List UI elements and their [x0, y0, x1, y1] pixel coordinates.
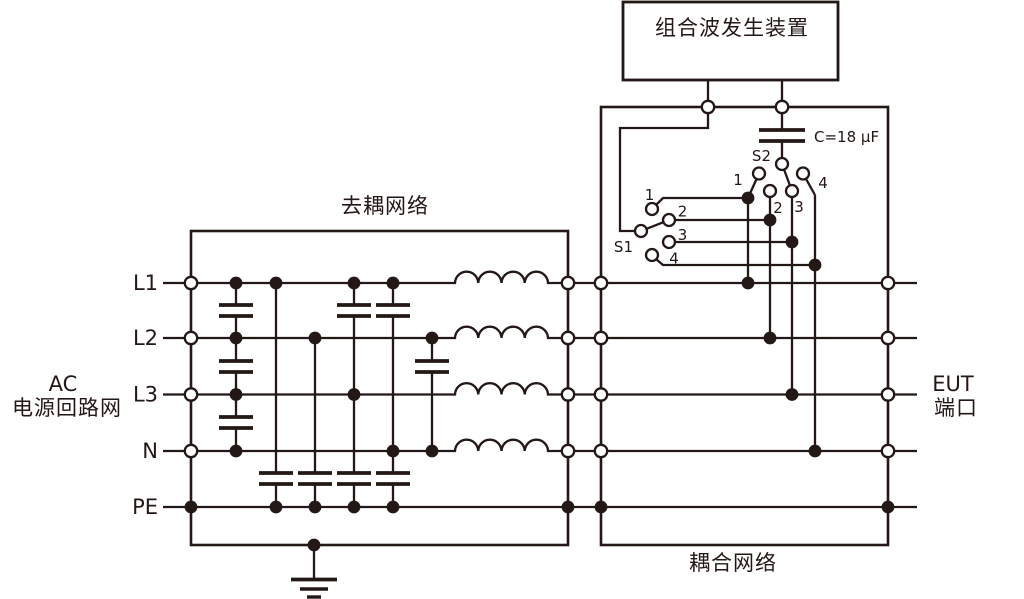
cap-l1-l3-plates: [337, 303, 371, 318]
eut-terminal-l3: [880, 387, 896, 402]
s1-feed-wire: [618, 113, 710, 233]
cap-l1-n-plates: [376, 303, 410, 318]
terminal-circles: [183, 99, 896, 459]
s1-contact-3: [661, 234, 677, 250]
cap-l2-n-plates: [415, 359, 449, 374]
s1-contact1-lead: [655, 196, 748, 206]
cap-n-pe-plates: [376, 471, 410, 486]
eut-terminal-l1: [880, 275, 896, 291]
s1-position-3-label: 3: [678, 226, 688, 244]
series-capacitor-label: C=18 μF: [814, 128, 879, 146]
wires: [163, 0, 917, 578]
cap-l3-pe-plates: [337, 471, 371, 486]
s1-position-1-label: 1: [645, 186, 655, 204]
s2-contact-2: [762, 183, 778, 199]
s2-arm: [783, 169, 791, 186]
line-l1-wire: [163, 270, 917, 285]
s2-position-4-label: 4: [818, 174, 828, 192]
generator-terminal-right: [774, 99, 790, 115]
cap-l1-l2-plates: [219, 303, 253, 318]
generator-terminal-left: [700, 99, 716, 115]
cap-l2-l3-plates: [219, 359, 253, 374]
labels: 组合波发生装置 去耦网络 耦合网络 AC 电源回路网 EUT 端口 L1 L2 …: [12, 16, 978, 575]
s1-arm: [646, 221, 664, 230]
cap-l3-n-plates: [219, 415, 253, 430]
s2-position-1-label: 1: [733, 171, 743, 189]
generator-label: 组合波发生装置: [655, 16, 809, 40]
s1-contact-2: [661, 212, 677, 228]
eut-label-line2: 端口: [934, 396, 978, 420]
s2-position-2-label: 2: [773, 199, 783, 217]
cap-l2-pe-plates: [298, 471, 332, 486]
junction-dots: [184, 191, 895, 552]
series-capacitor-plates: [759, 128, 805, 143]
coupling-network-label: 耦合网络: [689, 551, 777, 575]
s1-common-contact: [633, 223, 649, 239]
eut-terminal-n: [880, 443, 896, 459]
s2-label: S2: [752, 147, 771, 165]
line-label-pe: PE: [132, 495, 158, 519]
s1-label: S1: [614, 238, 633, 256]
s1-position-4-label: 4: [669, 250, 679, 268]
s2-position-3-label: 3: [794, 198, 804, 216]
s2-contact-4: [795, 166, 811, 181]
line-label-l2: L2: [133, 326, 158, 350]
s2-common-contact: [774, 156, 790, 172]
capacitor-plates: [219, 128, 805, 599]
line-label-l3: L3: [133, 383, 158, 407]
s2-contact4-lead: [804, 178, 817, 196]
s1-contact4-lead: [655, 258, 815, 267]
decoupling-network-label: 去耦网络: [341, 194, 429, 218]
s2-contact-1: [751, 166, 767, 181]
line-label-n: N: [142, 439, 158, 463]
ac-source-label-line2: 电源回路网: [12, 396, 122, 420]
s1-contact-4: [644, 247, 660, 263]
cap-l1-pe-plates: [259, 471, 293, 486]
s1-position-2-label: 2: [678, 203, 688, 221]
coupling-network-box: [599, 105, 890, 547]
eut-terminal-l2: [880, 330, 896, 346]
s2-contact-3: [784, 183, 800, 199]
generator-box: [621, 0, 840, 82]
line-l3-wire: [163, 382, 917, 396]
s1-contact-1: [644, 201, 660, 217]
decoupling-network-box: [189, 229, 570, 547]
switch-contacts: [633, 156, 811, 263]
ac-source-label-line1: AC: [49, 372, 78, 396]
eut-label-line1: EUT: [932, 372, 974, 396]
line-label-l1: L1: [133, 271, 158, 295]
line-l2-wire: [163, 325, 917, 340]
line-n-wire: [163, 438, 917, 453]
